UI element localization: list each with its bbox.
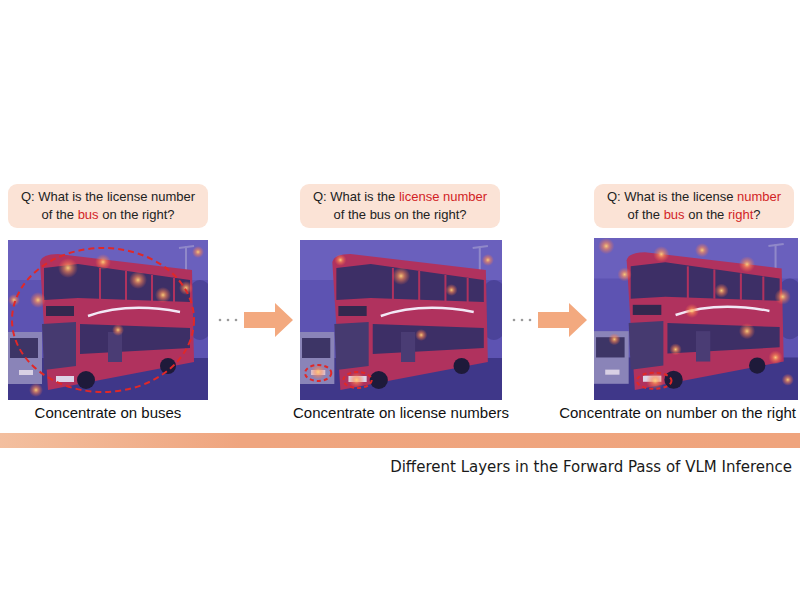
attention-map-panel: Concentrate on buses — [8, 240, 208, 400]
highlight-word: number — [737, 189, 781, 204]
question-box: Q: What is the license number of the bus… — [300, 184, 500, 228]
focus-ellipse — [12, 248, 194, 392]
panel-caption: Concentrate on license numbers — [293, 404, 509, 422]
highlight-word: bus — [78, 207, 99, 222]
question-text: Q: What is the license number of the bus… — [600, 188, 788, 224]
highlight-word: right — [728, 207, 753, 222]
highlight-word: bus — [664, 207, 685, 222]
attention-hotspots — [310, 254, 494, 388]
attention-map-panel: Concentrate on license numbers — [300, 240, 502, 400]
question-box: Q: What is the license number of the bus… — [8, 184, 208, 228]
attention-map-image — [8, 240, 208, 400]
attention-map-panel: Concentrate on number on the right — [594, 238, 798, 400]
question-text: Q: What is the license number of the bus… — [14, 188, 202, 224]
layer-band — [0, 433, 800, 448]
layer-arrow — [219, 303, 293, 337]
panel-caption: Concentrate on buses — [35, 404, 182, 422]
attention-hotspots — [598, 238, 794, 390]
focus-ellipse — [343, 372, 371, 388]
layer-arrow — [513, 303, 587, 337]
question-text: Q: What is the license number of the bus… — [306, 188, 494, 224]
highlight-word: license number — [399, 189, 487, 204]
attention-hotspots — [8, 246, 204, 397]
question-box: Q: What is the license number of the bus… — [594, 184, 794, 228]
axis-caption: Different Layers in the Forward Pass of … — [390, 458, 792, 476]
focus-ellipse — [637, 373, 672, 389]
focus-ellipse — [305, 365, 331, 381]
attention-map-image — [594, 238, 798, 400]
panel-caption: Concentrate on number on the right — [559, 404, 796, 422]
attention-map-image — [300, 240, 502, 400]
